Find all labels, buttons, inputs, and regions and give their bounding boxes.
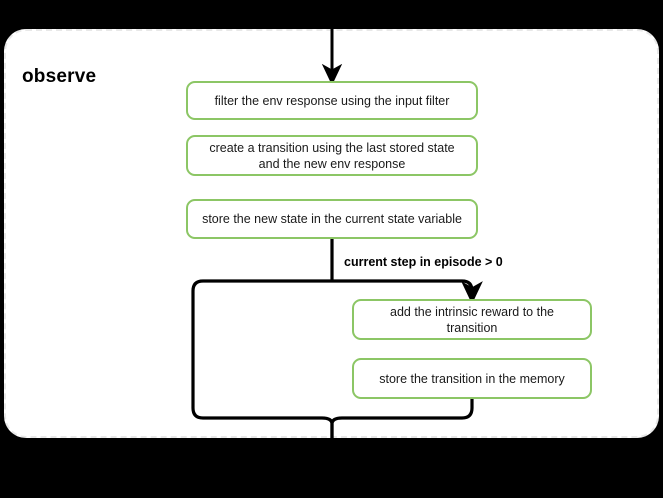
node-create-transition[interactable]: create a transition using the last store… — [186, 135, 478, 176]
scope-title: observe — [22, 66, 97, 87]
node-store-new-state[interactable]: store the new state in the current state… — [186, 199, 478, 239]
node-store-transition-memory[interactable]: store the transition in the memory — [352, 358, 592, 399]
node-filter-env-response[interactable]: filter the env response using the input … — [186, 81, 478, 120]
node-add-intrinsic-reward[interactable]: add the intrinsic reward to the transiti… — [352, 299, 592, 340]
edge-label-branch-condition: current step in episode > 0 — [344, 255, 503, 269]
